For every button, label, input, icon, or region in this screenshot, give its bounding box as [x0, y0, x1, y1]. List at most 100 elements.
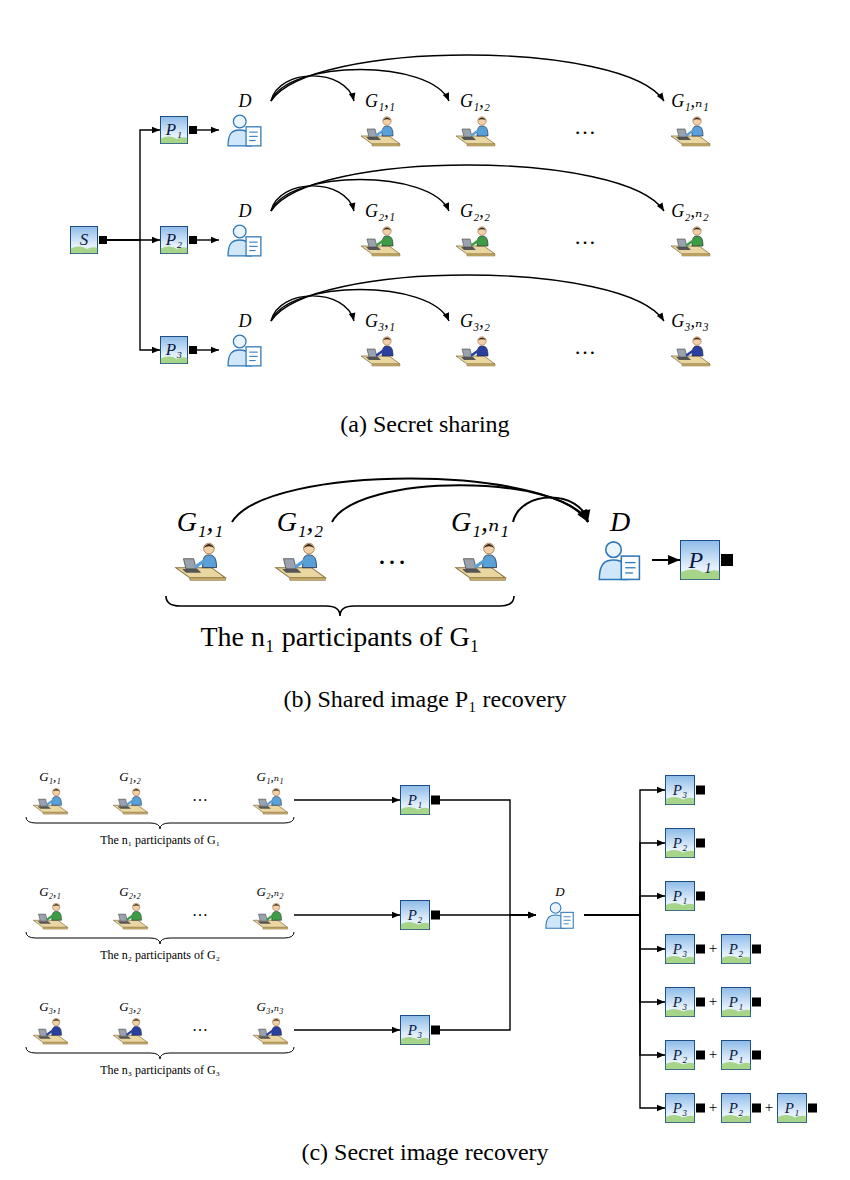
- image-icon: P₃: [400, 1015, 440, 1045]
- image-frame: [666, 935, 695, 964]
- image-icon: P₃: [665, 1093, 705, 1123]
- black-square: [189, 236, 197, 244]
- image-frame: [681, 541, 720, 580]
- black-square: [99, 236, 107, 244]
- arrow-head: [528, 912, 536, 919]
- black-square: [696, 1104, 705, 1113]
- participant-icon: G₂,ₙ₂: [246, 884, 294, 930]
- connector-line: [584, 915, 665, 1055]
- participant-icon: G₁,₂: [106, 769, 154, 815]
- participant-icon: G₃,ₙ₃: [246, 999, 294, 1045]
- image-frame: [722, 1041, 751, 1070]
- group-label: The n₁ participants of G₁: [100, 833, 220, 847]
- arrow-head: [443, 312, 449, 321]
- ellipsis: …: [574, 224, 596, 250]
- plus-sign: +: [709, 939, 717, 957]
- black-square: [808, 1104, 817, 1113]
- dealer-picture: [223, 222, 267, 258]
- participant-label: G₁,₂: [453, 90, 497, 112]
- black-square: [431, 911, 440, 920]
- image-frame: [778, 1094, 807, 1123]
- participant-picture: [110, 1015, 150, 1045]
- image-label: P₃: [665, 1093, 695, 1123]
- image-label: P₂: [721, 1093, 751, 1123]
- image-hill: [778, 1115, 806, 1122]
- connector-line: [584, 896, 665, 915]
- dealer-picture: [540, 900, 580, 930]
- black-square: [696, 786, 705, 795]
- participant-icon: G₁,₁: [354, 90, 406, 148]
- image-label: P₃: [665, 987, 695, 1017]
- image-icon: P₁: [777, 1093, 817, 1123]
- participant-picture: [453, 332, 497, 368]
- image-icon: P₁: [400, 785, 440, 815]
- group-label: The n₃ participants of G₃: [100, 1063, 220, 1077]
- image-icon: P₃: [160, 336, 197, 364]
- participant-label: G₁,₁: [172, 506, 228, 538]
- ellipsis: …: [192, 901, 208, 920]
- dealer-icon: D: [219, 310, 271, 368]
- image-hill: [722, 956, 750, 963]
- participant-label: G₁,₂: [110, 769, 150, 785]
- ellipsis: …: [574, 114, 596, 140]
- connector: [271, 289, 449, 321]
- participant-picture: [30, 1015, 70, 1045]
- image-label: P₁: [665, 881, 695, 911]
- arrow-head: [657, 1052, 665, 1059]
- participant-label: G₁,ₙ₁: [250, 769, 290, 785]
- connector: [513, 497, 590, 522]
- image-icon: S: [70, 226, 107, 254]
- black-square: [752, 945, 761, 954]
- participant-icon: G₁,₂: [268, 506, 332, 582]
- image-icon: P₂: [721, 934, 761, 964]
- arrow-head: [657, 787, 665, 794]
- participant-picture: [668, 332, 712, 368]
- connector-line: [513, 497, 588, 522]
- participant-label: G₂,₁: [358, 200, 402, 222]
- participant-label: G₂,₁: [30, 884, 70, 900]
- participant-picture: [668, 222, 712, 258]
- connector-line: [584, 915, 665, 1108]
- connector: [584, 915, 665, 1111]
- participant-picture: [452, 538, 508, 582]
- participant-label: G₂,₂: [110, 884, 150, 900]
- participant-label: G₃,₁: [358, 310, 402, 332]
- image-icon: P₂: [160, 226, 197, 254]
- image-icon: P₁: [665, 881, 705, 911]
- black-square: [431, 796, 440, 805]
- connector: [197, 237, 219, 244]
- connector: [107, 127, 160, 240]
- arrow-head: [349, 312, 356, 321]
- dealer-icon: D: [536, 884, 584, 930]
- black-square: [752, 1104, 761, 1113]
- image-frame: [666, 776, 695, 805]
- image-frame: [161, 227, 188, 254]
- connector-line: [271, 69, 449, 101]
- brace: [26, 932, 294, 944]
- participant-icon: G₂,ₙ₂: [664, 200, 716, 258]
- arrow-head: [211, 347, 219, 354]
- connector-line: [584, 843, 665, 915]
- connector-line: [107, 130, 160, 240]
- connector: [440, 912, 536, 1030]
- participant-label: G₂,ₙ₂: [668, 200, 712, 222]
- arrow-head: [443, 202, 449, 211]
- black-square: [696, 892, 705, 901]
- arrow-head: [392, 912, 400, 919]
- image-icon: P₁: [680, 540, 733, 580]
- plus-sign: +: [709, 1098, 717, 1116]
- participant-picture: [272, 538, 328, 582]
- image-label: P₁: [400, 785, 430, 815]
- participant-icon: G₃,ₙ₃: [664, 310, 716, 368]
- image-label: P₂: [160, 226, 188, 254]
- subfigure-caption: (a) Secret sharing: [340, 410, 509, 439]
- image-frame: [161, 337, 188, 364]
- dealer-picture: [223, 332, 267, 368]
- participant-icon: G₁,₁: [168, 506, 232, 582]
- participant-label: G₁,₁: [358, 90, 402, 112]
- participant-icon: G₂,₁: [26, 884, 74, 930]
- dealer-icon: D: [588, 506, 652, 582]
- participant-label: G₁,₁: [30, 769, 70, 785]
- black-square: [696, 839, 705, 848]
